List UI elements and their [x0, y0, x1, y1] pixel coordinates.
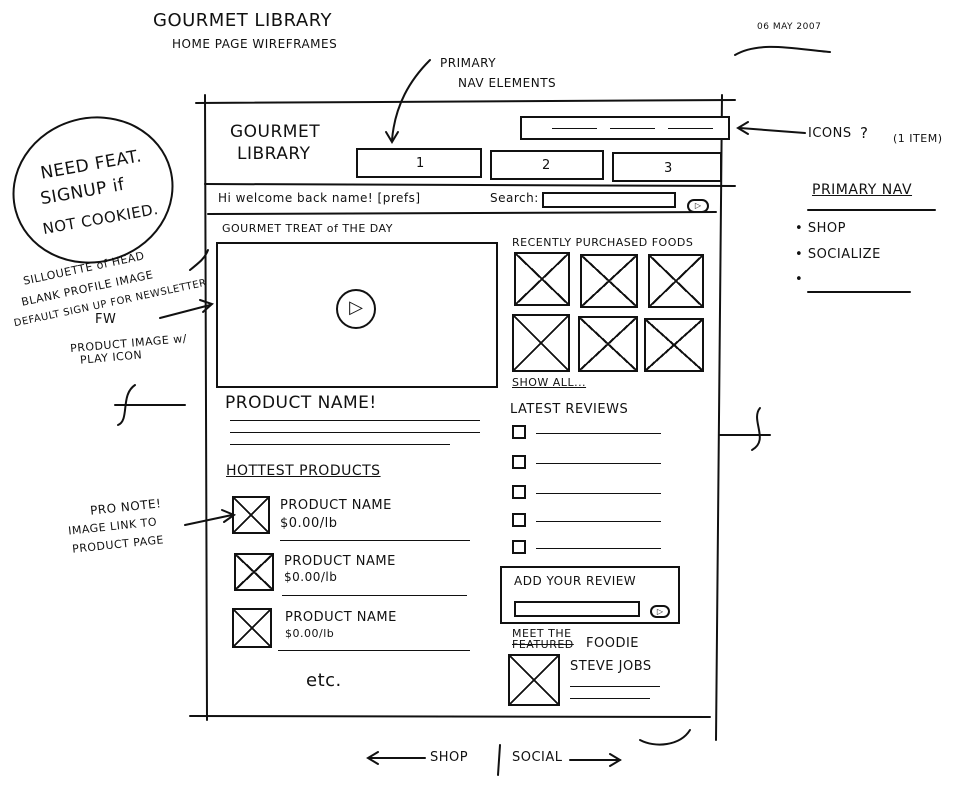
sheet-date: 06 MAY 2007 [757, 22, 822, 32]
nav-tab-2[interactable]: 2 [490, 150, 604, 180]
logo-line2: LIBRARY [237, 144, 311, 164]
header-divider [204, 183, 736, 187]
meet-line2: FOODIE [586, 636, 640, 651]
review-input[interactable] [514, 601, 640, 617]
frame-right [715, 94, 723, 741]
review-5-line[interactable] [536, 548, 661, 549]
hot-product-3-name[interactable]: PRODUCT NAME [285, 610, 397, 625]
icons-note: ICONS [808, 126, 852, 141]
recent-food-6[interactable] [644, 318, 704, 372]
review-4-line[interactable] [536, 521, 661, 522]
product-desc-line-1 [230, 420, 480, 421]
nav-tab-1[interactable]: 1 [356, 148, 482, 178]
search-input[interactable] [542, 192, 676, 208]
nav-tab-1-label: 1 [416, 156, 425, 171]
frame-left [204, 94, 208, 721]
foodie-name[interactable]: STEVE JOBS [570, 659, 652, 674]
frame-top [195, 99, 736, 104]
review-5-avatar[interactable] [512, 540, 526, 554]
treat-heading: GOURMET TREAT of THE DAY [222, 222, 393, 235]
nav-tab-2-label: 2 [542, 158, 551, 173]
primary-nav-item-socialize-label: SOCIALIZE [807, 247, 881, 262]
review-1-line[interactable] [536, 433, 661, 434]
footer-social-label: SOCIAL [512, 750, 563, 765]
reviews-heading: LATEST REVIEWS [510, 402, 629, 417]
welcome-divider [207, 211, 717, 215]
primary-nav-note-line2: NAV ELEMENTS [458, 76, 557, 90]
add-review-label: ADD YOUR REVIEW [514, 574, 637, 588]
icons-question: ? [860, 124, 869, 142]
play-icon[interactable]: ▷ [336, 289, 376, 329]
review-4-avatar[interactable] [512, 513, 526, 527]
hot-product-1-image[interactable] [232, 496, 270, 534]
product-desc-line-2 [230, 432, 480, 433]
treat-product-image[interactable]: ▷ [216, 242, 498, 388]
nav-tab-3[interactable]: 3 [612, 152, 722, 182]
primary-nav-note-line1: PRIMARY [440, 56, 497, 70]
sheet-subtitle: HOME PAGE WIREFRAMES [172, 37, 338, 51]
review-2-avatar[interactable] [512, 455, 526, 469]
foodie-photo[interactable] [508, 654, 560, 706]
product-desc-line-3 [230, 444, 450, 445]
recent-food-3[interactable] [648, 254, 704, 308]
review-1-avatar[interactable] [512, 425, 526, 439]
recent-food-1[interactable] [514, 252, 570, 306]
icon-slot-2[interactable] [610, 128, 655, 129]
recent-food-4[interactable] [512, 314, 570, 372]
review-3-line[interactable] [536, 493, 661, 494]
primary-nav-item-shop: • SHOP [795, 221, 846, 236]
hot-product-2-line [282, 595, 467, 596]
meet-line1: MEET THE [512, 627, 572, 640]
primary-nav-arrowhead [385, 131, 399, 144]
utility-icons-bar[interactable] [520, 116, 730, 140]
nav-tab-3-label: 3 [664, 161, 673, 176]
search-go-icon[interactable]: ▷ [687, 199, 709, 213]
recent-heading: RECENTLY PURCHASED FOODS [512, 236, 694, 249]
welcome-text[interactable]: Hi welcome back name! [prefs] [218, 191, 421, 205]
icons-count-note: (1 ITEM) [893, 132, 943, 145]
add-review-box: ADD YOUR REVIEW ▷ [500, 566, 680, 624]
primary-nav-item-shop-label: SHOP [807, 221, 846, 236]
logo-line1[interactable]: GOURMET [230, 122, 321, 142]
icon-slot-1[interactable] [552, 128, 597, 129]
hot-product-1-name[interactable]: PRODUCT NAME [280, 498, 392, 513]
signup-note-ellipse [12, 116, 174, 264]
hot-product-3-line [278, 650, 470, 651]
frame-bottom [189, 715, 711, 718]
etc-note: etc. [306, 670, 342, 691]
meet-struck: FEATURED [512, 638, 574, 651]
sheet-title: GOURMET LIBRARY [153, 10, 333, 31]
hot-product-2-image[interactable] [234, 553, 274, 591]
hot-product-2-price: $0.00/lb [284, 570, 338, 584]
search-label: Search: [490, 191, 539, 205]
fw-note: FW [95, 312, 117, 327]
foodie-line-1 [570, 686, 660, 687]
review-submit-icon[interactable]: ▷ [650, 605, 670, 618]
hottest-heading: HOTTEST PRODUCTS [226, 463, 381, 479]
icon-slot-3[interactable] [668, 128, 713, 129]
hot-product-1-line [280, 540, 470, 541]
foodie-line-2 [570, 698, 650, 699]
primary-nav-heading: PRIMARY NAV [812, 182, 913, 198]
recent-food-5[interactable] [578, 316, 638, 372]
hot-product-2-name[interactable]: PRODUCT NAME [284, 554, 396, 569]
icons-arrow [739, 127, 806, 134]
primary-nav-item-socialize: • SOCIALIZE [795, 247, 881, 262]
primary-nav-arrow [391, 59, 431, 141]
product-name-big[interactable]: PRODUCT NAME! [225, 393, 377, 413]
recent-food-2[interactable] [580, 254, 638, 308]
show-all-link[interactable]: SHOW ALL... [512, 376, 587, 389]
hot-product-1-price: $0.00/lb [280, 516, 338, 531]
review-2-line[interactable] [536, 463, 661, 464]
hot-product-3-image[interactable] [232, 608, 272, 648]
primary-nav-item-blank: • [795, 272, 804, 287]
footer-shop-label: SHOP [430, 750, 469, 765]
hot-product-3-price: $0.00/lb [285, 627, 335, 640]
review-3-avatar[interactable] [512, 485, 526, 499]
